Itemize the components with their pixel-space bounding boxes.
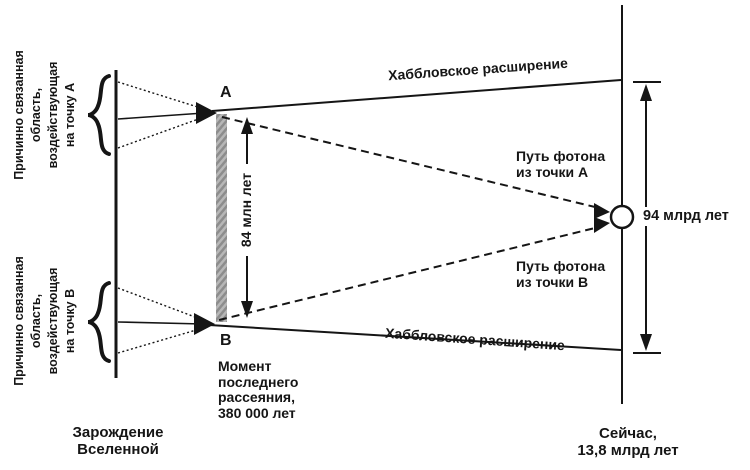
photon-a-arrowhead-icon [594, 203, 610, 219]
span-total-label: 94 млрд лет [640, 207, 732, 226]
span-ab-label: 84 млн лет [238, 164, 256, 256]
span-ab-up-arrowhead-icon [241, 117, 253, 134]
point-a-arrowhead-icon [196, 102, 217, 124]
hubble-expansion-line-top [211, 79, 622, 112]
brace-region-a-icon [87, 74, 111, 156]
causal-ray-b-bottom [117, 327, 204, 354]
causal-ray-b-top [117, 287, 204, 321]
point-b-arrowhead-icon [194, 313, 215, 335]
span-ab-down-arrowhead-icon [241, 301, 253, 318]
causal-ray-a-mid [117, 112, 205, 120]
observer-circle [609, 204, 635, 230]
causal-ray-a-top [117, 81, 205, 110]
photon-b-label: Путь фотона из точки В [516, 258, 606, 290]
span-total-down-arrowhead-icon [640, 334, 652, 351]
span-total-up-arrowhead-icon [640, 84, 652, 101]
causal-ray-b-mid [117, 321, 204, 325]
brace-region-b-icon [87, 281, 111, 363]
photon-a-label: Путь фотона из точки А [516, 148, 606, 180]
point-b-label: В [220, 332, 232, 349]
origin-axis-caption: Зарождение Вселенной [72, 424, 164, 458]
point-a-label: А [220, 84, 232, 101]
hubble-expansion-line-bottom [208, 324, 622, 351]
photon-b-arrowhead-icon [594, 217, 610, 233]
last-scattering-bar [216, 114, 227, 322]
last-scattering-label: Момент последнего рассеяния, 380 000 лет [218, 358, 299, 421]
now-axis-caption: Сейчас, 13,8 млрд лет [577, 425, 679, 459]
photon-path-a-line [221, 116, 596, 208]
region-b-label: Причинно связанная область, воздействующ… [12, 256, 77, 386]
causal-ray-a-bottom [117, 116, 205, 149]
region-a-label: Причинно связанная область, воздействующ… [12, 50, 77, 180]
